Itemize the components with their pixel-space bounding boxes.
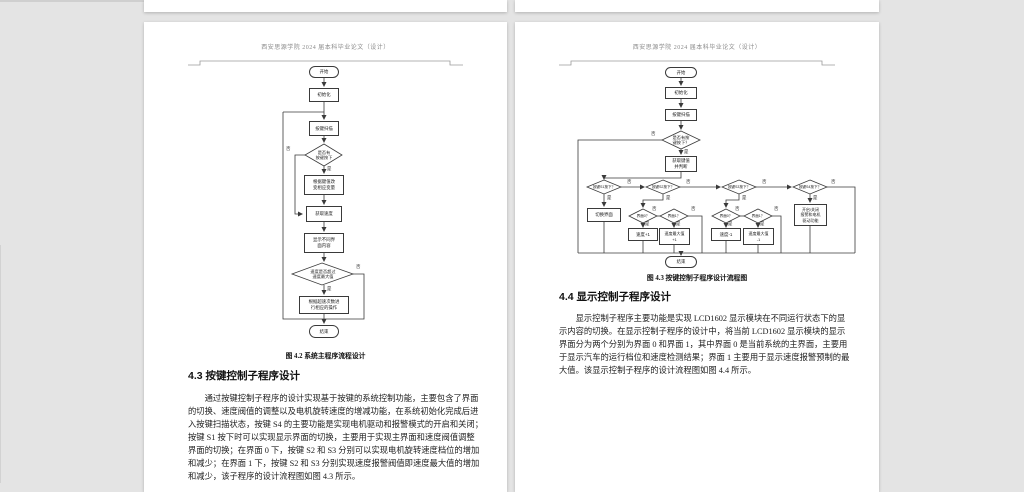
branch-label-yes: 是: [813, 195, 818, 200]
flow-node-speed-plus: 速度+1: [628, 228, 658, 241]
page1-text-boundary: [188, 60, 463, 66]
flow-decision-ui1-b: 界面1？: [751, 213, 765, 218]
branch-label-no: 否: [651, 131, 656, 136]
branch-label-yes: 是: [645, 221, 650, 226]
branch-label-yes: 是: [327, 166, 332, 171]
section-4-4-paragraph: 显示控制子程序主要功能是实现 LCD1602 显示模块在不同运行状态下的显示内容…: [559, 312, 850, 377]
document-page-2: 西安思源学院 2024 届本科毕业论文（设计）: [515, 22, 879, 492]
flow-node-s4-action: 开启/关闭 报警和电机 驱动功能: [794, 204, 827, 226]
paragraph-line: 界面分为两个分别为界面 0 和界面 1，其中界面 0 是当前系统的主界面，主要用: [559, 340, 848, 349]
paragraph-line: 通过按键控制子程序的设计实现基于按键的系统控制功能，主要包含了界面: [188, 394, 479, 403]
branch-label-yes: 是: [742, 195, 747, 200]
branch-label-no: 否: [762, 179, 767, 184]
branch-label-yes: 是: [760, 221, 765, 226]
branch-label-yes: 是: [684, 149, 689, 154]
previous-page-bottom-right: [515, 0, 879, 12]
flow-decision-key-pressed: 是否有按 键按下？: [672, 134, 690, 145]
page1-flowchart-lines: [282, 78, 365, 324]
paragraph-line: 和减少，该子程序的设计流程图如图 4.3 所示。: [188, 472, 361, 481]
branch-label-no: 否: [831, 179, 836, 184]
flow-decision-ui0-b: 界面0？: [719, 213, 733, 218]
paragraph-line: 于显示汽车的运行档位和速度检测结果；界面 1 主要用于显示速度报警预制的最: [559, 353, 850, 362]
flow-decision-s1: 按键S1按下？: [592, 184, 616, 189]
figure-4-3-caption: 图 4.3 按键控制子程序设计流程图: [646, 275, 748, 282]
paragraph-line: 界面的切换；在界面 0 下，按键 S2 和 S3 分别可以实现电机旋转速度档位的…: [188, 446, 480, 455]
flow-node-speed-max-minus: 速度最大值 -1: [743, 228, 774, 245]
toolbar-bottom-edge: [0, 0, 144, 2]
flow-node-switch-ui: 切换界面: [587, 208, 621, 222]
page1-running-header: 西安思源学院 2024 届本科毕业论文（设计）: [261, 45, 390, 51]
branch-label-yes: 是: [676, 221, 681, 226]
flow-decision-overspeed: 速度是否超过 速度最大值: [310, 268, 336, 279]
branch-label-no: 否: [356, 264, 361, 269]
flow-decision-s3: 按键S3按下？: [727, 184, 751, 189]
page2-running-header: 西安思源学院 2024 届本科毕业论文（设计）: [632, 45, 762, 51]
branch-label-yes: 是: [728, 221, 733, 226]
flow-node-start: 开始: [665, 67, 697, 78]
flow-node-init: 初始化: [665, 87, 697, 99]
section-4-4-heading: 4.4 显示控制子程序设计: [559, 291, 672, 303]
branch-label-no: 否: [686, 179, 691, 184]
branch-label-yes: 是: [666, 195, 671, 200]
branch-label-no: 否: [774, 206, 779, 211]
branch-label-no: 否: [627, 179, 632, 184]
flow-decision-s4: 按键S4按下？: [798, 184, 822, 189]
paragraph-line: 和减少；在界面 1 下，按键 S2 和 S3 分别实现速度报警阀值即速度最大值的…: [188, 459, 480, 468]
flow-node-start: 开始: [309, 66, 339, 78]
flow-node-speed-max-plus: 速度最大值 +1: [659, 228, 690, 245]
flow-node-key-scan: 按键扫描: [309, 121, 339, 136]
flow-node-speed-minus: 速度-1: [711, 228, 741, 241]
branch-label-yes: 是: [607, 195, 612, 200]
panel-edge-line: [0, 245, 1, 483]
section-4-3-paragraph: 通过按键控制子程序的设计实现基于按键的系统控制功能，主要包含了界面的切换、速度阀…: [188, 392, 484, 483]
paragraph-line: 按键 S1 按下时可以实现显示界面的切换，主要用于实现主界面和速度阀值调整: [188, 433, 475, 442]
flow-node-key-scan: 按键扫描: [665, 109, 697, 121]
paragraph-line: 入按键扫描状态，按键 S4 的主要功能是实现电机驱动和报警模式的开启和关闭；: [188, 420, 484, 429]
section-4-3-heading: 4.3 按键控制子程序设计: [188, 370, 301, 382]
branch-label-no: 否: [286, 146, 291, 151]
paragraph-line: 的切换、速度阀值的调整以及电机旋转速度的增减功能，在系统初始化完成后进: [188, 407, 479, 416]
flow-decision-key-pressed: 是否有 按键按下: [315, 149, 333, 160]
paragraph-line: 显示控制子程序主要功能是实现 LCD1602 显示模块在不同运行状态下的显: [559, 314, 846, 323]
flow-node-set-variable: 根据键值改 变相应变量: [304, 175, 344, 195]
branch-label-no: 否: [691, 206, 696, 211]
figure-4-2-caption: 图 4.2 系统主程序流程设计: [285, 353, 366, 360]
branch-label-yes: 是: [327, 286, 332, 291]
flow-node-overspeed-action: 根据超速次数进 行相应的操作: [299, 296, 349, 314]
document-page-1: 西安思源学院 2024 届本科毕业论文（设计） 开始 初始: [144, 22, 507, 492]
flow-node-get-speed: 获取速度: [306, 206, 342, 222]
flow-node-get-key-value: 获取键值 并判断: [665, 156, 697, 172]
flow-node-end: 结束: [309, 325, 339, 338]
previous-page-bottom-left: [144, 0, 507, 12]
branch-label-no: 否: [735, 206, 740, 211]
paragraph-line: 大值。该显示控制子程序的设计流程图如图 4.4 所示。: [559, 366, 757, 375]
flow-node-display-ui: 显示不同界 面内容: [304, 233, 344, 253]
flow-decision-ui0-a: 界面0？: [636, 213, 650, 218]
flow-decision-ui1-a: 界面1？: [667, 213, 681, 218]
flow-node-end: 结束: [665, 256, 697, 268]
page2-flowchart-lines: [577, 78, 856, 256]
branch-label-no: 否: [652, 206, 657, 211]
flow-decision-s2: 按键S2按下？: [651, 184, 675, 189]
flow-node-init: 初始化: [309, 88, 339, 102]
paragraph-line: 示内容的切换。在显示控制子程序的设计中，将当前 LCD1602 显示模块的显示: [559, 327, 846, 336]
page2-text-boundary: [559, 60, 835, 66]
